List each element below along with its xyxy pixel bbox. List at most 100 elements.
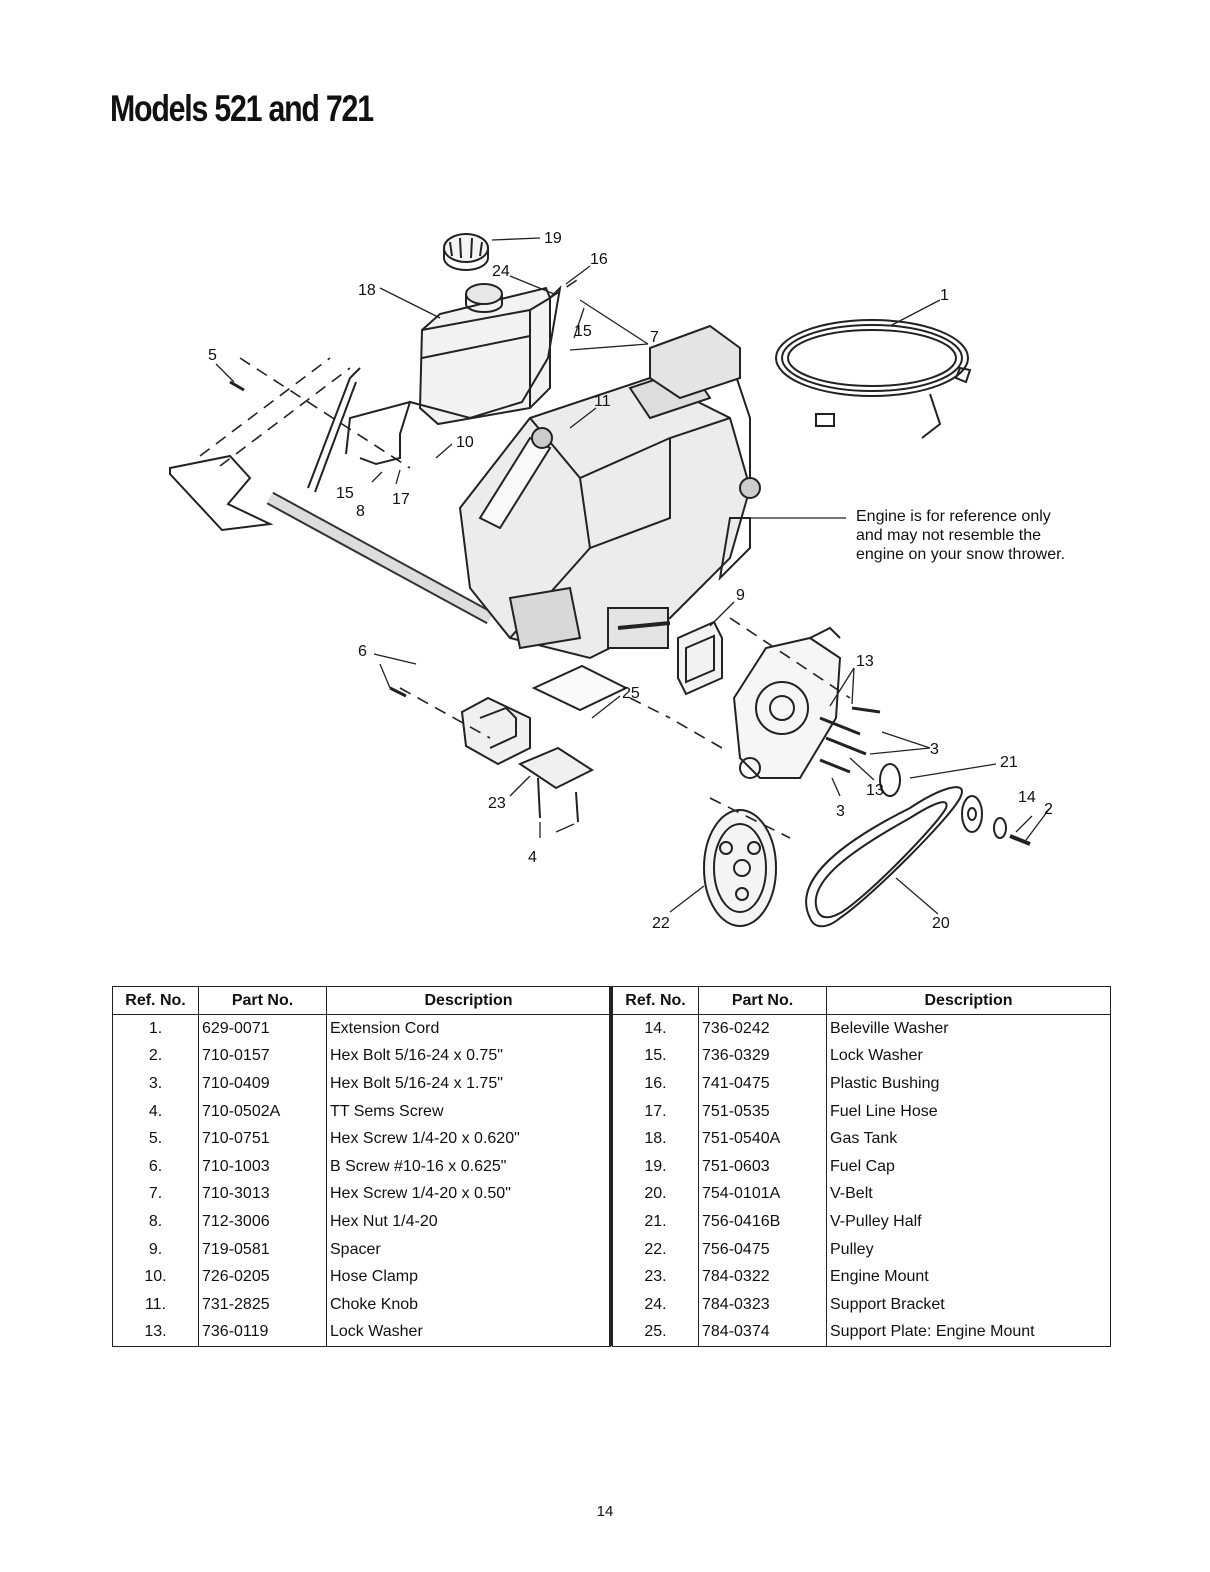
callout-21: 21 <box>1000 754 1018 771</box>
ref-no-cell: 18. <box>612 1125 699 1153</box>
part-no-cell: 751-0535 <box>698 1097 827 1126</box>
gas-tank-drawing <box>418 283 551 426</box>
callout-15-top: 15 <box>574 323 592 340</box>
ref-no-header: Ref. No. <box>112 986 199 1015</box>
part-no-cell: 751-0540A <box>698 1125 827 1153</box>
callout-6: 6 <box>358 643 367 660</box>
description-cell: Engine Mount <box>826 1263 1111 1291</box>
ref-no-cell: 13. <box>112 1318 199 1348</box>
part-no-cell: 726-0205 <box>198 1263 327 1291</box>
ref-no-cell: 24. <box>612 1290 699 1319</box>
description-cell: V-Belt <box>826 1180 1111 1209</box>
engine-mount-drawing <box>460 664 629 823</box>
callout-22: 22 <box>652 915 670 932</box>
ref-no-cell: 1. <box>112 1014 199 1043</box>
part-no-header: Part No. <box>698 986 827 1015</box>
part-no-cell: 710-3013 <box>198 1180 327 1209</box>
part-no-cell: 629-0071 <box>198 1014 327 1043</box>
pulley-half-drawing <box>879 763 1031 846</box>
ref-no-cell: 22. <box>612 1235 699 1264</box>
callout-16: 16 <box>590 251 608 268</box>
description-cell: Hose Clamp <box>326 1263 611 1291</box>
description-cell: Gas Tank <box>826 1125 1111 1153</box>
ref-no-cell: 20. <box>612 1180 699 1209</box>
bolt-set-drawing <box>229 380 881 774</box>
ref-no-cell: 10. <box>112 1263 199 1291</box>
callout-labels: 19 16 24 18 1 15 7 5 11 10 15 17 8 9 6 1… <box>208 230 1053 932</box>
callout-8: 8 <box>356 503 365 520</box>
v-belt-drawing <box>805 786 963 928</box>
ref-no-cell: 5. <box>112 1125 199 1153</box>
ref-no-cell: 21. <box>612 1208 699 1236</box>
ref-no-cell: 15. <box>612 1042 699 1071</box>
table-header-row: Ref. No. Part No. Description <box>612 986 1111 1015</box>
description-cell: Pulley <box>826 1235 1111 1264</box>
part-no-cell: 736-0242 <box>698 1014 827 1043</box>
description-cell: Support Bracket <box>826 1290 1111 1319</box>
ref-no-cell: 11. <box>112 1290 199 1319</box>
part-no-cell: 712-3006 <box>198 1208 327 1236</box>
description-cell: Choke Knob <box>326 1290 611 1319</box>
part-no-cell: 736-0119 <box>198 1318 327 1348</box>
callout-20: 20 <box>932 915 950 932</box>
callout-13-top: 13 <box>856 653 874 670</box>
part-no-cell: 710-0751 <box>198 1125 327 1153</box>
part-no-cell: 751-0603 <box>698 1152 827 1181</box>
callout-19: 19 <box>544 230 562 247</box>
page-number: 14 <box>596 1503 614 1520</box>
parts-table-right: Ref. No. Part No. Description 14.736-024… <box>612 986 1111 1348</box>
spacer-drawing <box>677 620 723 696</box>
ref-no-cell: 3. <box>112 1070 199 1098</box>
callout-4: 4 <box>528 849 537 866</box>
ref-no-cell: 16. <box>612 1070 699 1098</box>
note-line-3: engine on your snow thrower. <box>856 546 1065 563</box>
part-no-cell: 731-2825 <box>198 1290 327 1319</box>
callout-9: 9 <box>736 587 745 604</box>
description-cell: Hex Bolt 5/16-24 x 1.75" <box>326 1070 611 1098</box>
table-header-row: Ref. No. Part No. Description <box>112 986 611 1015</box>
callout-3-bottom: 3 <box>836 803 845 820</box>
callout-10: 10 <box>456 434 474 451</box>
callout-25: 25 <box>622 685 640 702</box>
exploded-parts-diagram: 19 16 24 18 1 15 7 5 11 10 15 17 8 9 6 1… <box>110 218 1110 968</box>
callout-13-bottom: 13 <box>866 782 884 799</box>
part-no-cell: 756-0475 <box>698 1235 827 1264</box>
support-bracket-drawing <box>345 285 562 466</box>
extension-cord-drawing <box>775 319 972 439</box>
part-no-cell: 754-0101A <box>698 1180 827 1209</box>
description-cell: Extension Cord <box>326 1014 611 1043</box>
ref-no-cell: 8. <box>112 1208 199 1236</box>
part-no-cell: 736-0329 <box>698 1042 827 1071</box>
description-cell: Spacer <box>326 1235 611 1264</box>
callout-23: 23 <box>488 795 506 812</box>
part-no-cell: 710-1003 <box>198 1152 327 1181</box>
diagram-illustration: 19 16 24 18 1 15 7 5 11 10 15 17 8 9 6 1… <box>169 230 1065 932</box>
description-header: Description <box>826 986 1111 1015</box>
callout-18: 18 <box>358 282 376 299</box>
description-cell: B Screw #10-16 x 0.625" <box>326 1152 611 1181</box>
description-cell: Support Plate: Engine Mount <box>826 1318 1111 1348</box>
callout-1: 1 <box>940 287 949 304</box>
description-cell: Fuel Line Hose <box>826 1097 1111 1126</box>
description-cell: Hex Screw 1/4-20 x 0.50" <box>326 1180 611 1209</box>
callout-15-left: 15 <box>336 485 354 502</box>
ref-no-cell: 6. <box>112 1152 199 1181</box>
part-no-cell: 784-0322 <box>698 1263 827 1291</box>
fuel-cap-drawing <box>443 233 489 271</box>
description-cell: Hex Bolt 5/16-24 x 0.75" <box>326 1042 611 1071</box>
part-no-cell: 784-0323 <box>698 1290 827 1319</box>
part-no-cell: 784-0374 <box>698 1318 827 1348</box>
page-title: Models 521 and 721 <box>110 88 374 129</box>
note-line-2: and may not resemble the <box>856 527 1041 544</box>
callout-17: 17 <box>392 491 410 508</box>
